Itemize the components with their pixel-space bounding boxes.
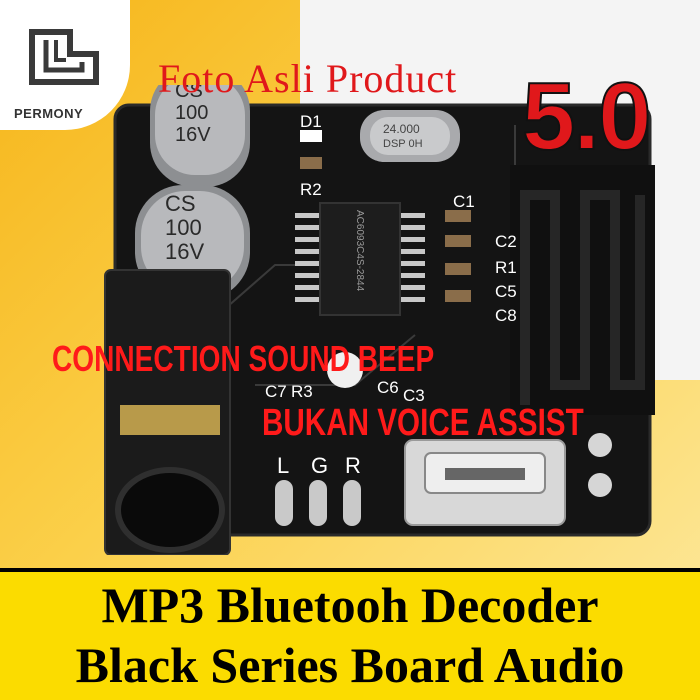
ref-c3: C3	[403, 386, 425, 405]
product-title-line1: MP3 Bluetooh Decoder	[101, 577, 599, 633]
cap2-label-2: 100	[165, 215, 202, 240]
ref-d1: D1	[300, 112, 322, 131]
ref-c7: C7	[265, 382, 287, 401]
ref-g: G	[311, 453, 328, 478]
ref-r3: R3	[291, 382, 313, 401]
ref-r1: R1	[495, 258, 517, 277]
cap2-label-1: CS	[165, 191, 196, 216]
brand-logo-badge: PERMONY	[0, 0, 130, 130]
cap1-label-3: 16V	[175, 124, 211, 146]
product-title-banner	[0, 568, 700, 700]
brand-logo-mark	[29, 29, 99, 85]
feature-note-1: CONNECTION SOUND BEEP	[52, 338, 435, 379]
ref-c8: C8	[495, 306, 517, 325]
ref-c5: C5	[495, 282, 517, 301]
ref-l: L	[277, 453, 289, 478]
chip-marking: AC6093C4S-2844	[354, 210, 365, 292]
cap1-label-1: CS	[175, 85, 203, 102]
mounting-hole	[327, 352, 363, 388]
photo-headline: Foto Asli Product	[158, 56, 458, 101]
bluetooth-antenna-trace	[510, 165, 655, 415]
lgr-solder-pads	[275, 480, 361, 526]
crystal-oscillator: 24.000 DSP 0H	[360, 110, 460, 162]
ref-c6: C6	[377, 378, 399, 397]
feature-note-2: BUKAN VOICE ASSIST	[262, 402, 584, 444]
brand-name: PERMONY	[14, 106, 84, 121]
ref-c1: C1	[453, 192, 475, 211]
smd-components	[300, 130, 471, 302]
product-title-line2: Black Series Board Audio	[75, 637, 625, 693]
ref-r2: R2	[300, 180, 322, 199]
capacitor-1: CS 100 16V	[150, 85, 250, 187]
cap1-label-2: 100	[175, 102, 208, 124]
crystal-label-2: DSP 0H	[383, 138, 423, 150]
version-badge: 5.0	[521, 62, 652, 171]
ref-r: R	[345, 453, 361, 478]
decoder-chip: AC6093C4S-2844	[295, 202, 425, 316]
cap2-label-3: 16V	[165, 239, 204, 264]
audio-board-photo: CS 100 16V CS 100 16V 24.000 DSP 0H AC60…	[104, 85, 655, 555]
crystal-label-1: 24.000	[383, 122, 420, 136]
micro-usb-port	[404, 439, 566, 526]
audio-jack	[104, 269, 231, 555]
bat-pads	[588, 433, 612, 497]
ref-c2: C2	[495, 232, 517, 251]
